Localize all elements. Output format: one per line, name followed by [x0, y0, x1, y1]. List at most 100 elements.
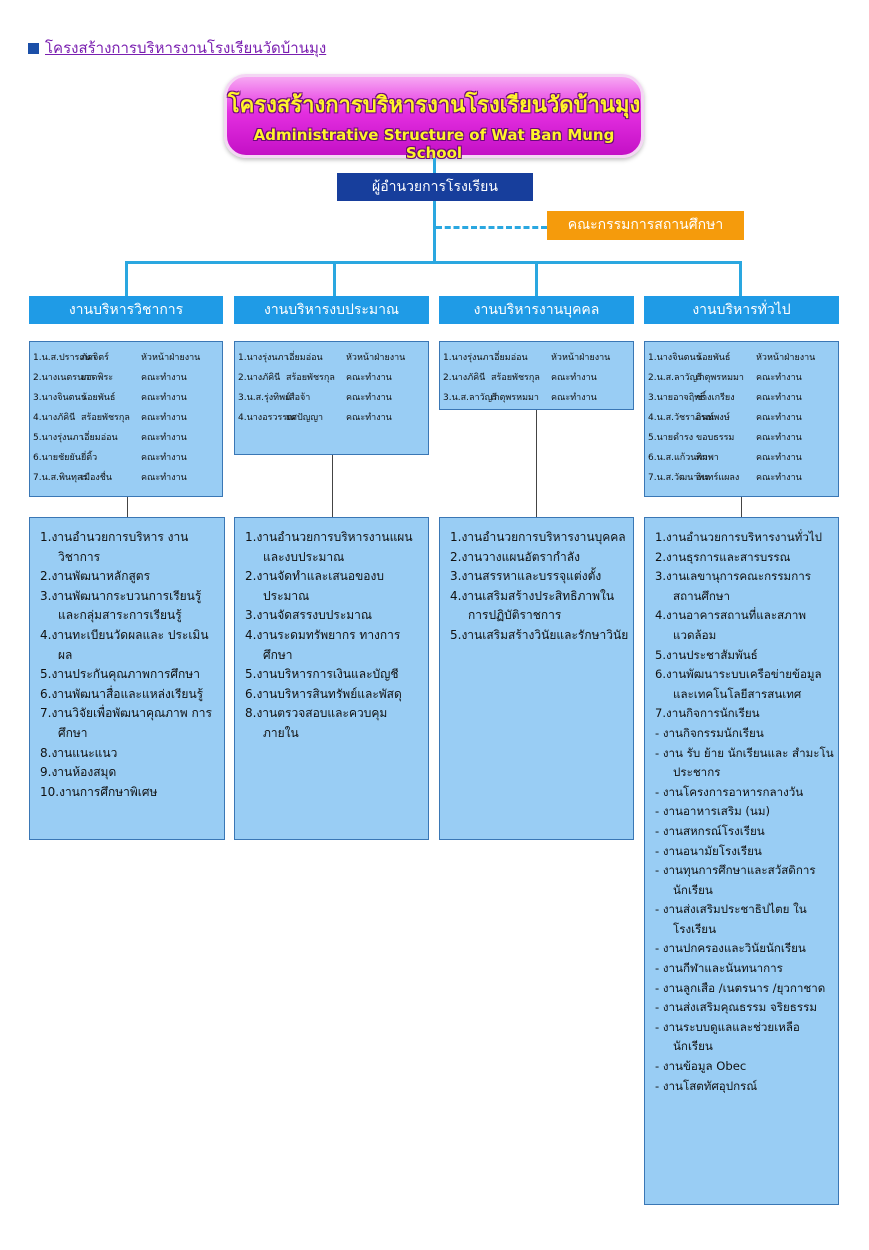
task-item: - งานลูกเสือ /เนตรนาร /ยุวกาชาด [655, 980, 826, 995]
staff-surname: ภัคจิตร์ [81, 353, 109, 363]
task-item: - งานส่งเสริมประชาธิปไตย ในโรงเรียน [655, 902, 807, 936]
staff-role: หัวหน้าฝ่ายงาน [756, 353, 816, 363]
staff-role: คณะทำงาน [756, 393, 802, 403]
staff-name: 6.นายชัยยัน [33, 453, 81, 463]
task-item: 10.งานการศึกษาพิเศษ [40, 784, 158, 799]
staff-name: 5.นายดำรง [648, 433, 694, 443]
staff-name: 3.นายอาจฤิทธิ์ [648, 393, 706, 403]
page-heading: โครงสร้างการบริหารงานโรงเรียนวัดบ้านมุง [28, 36, 326, 60]
staff-row: 2.นางเนตรนภายอดพิระคณะทำงาน [33, 368, 220, 388]
staff-name: 1.น.ส.ปรารถนา [33, 353, 97, 363]
task-item: - งานปกครองและวินัยนักเรียน [655, 941, 806, 956]
square-bullet-icon [28, 43, 39, 54]
task-item: 6.งานพัฒนาระบบเครือข่ายข้อมูล และเทคโนโล… [655, 667, 822, 701]
task-item: 2.งานพัฒนาหลักสูตร [40, 569, 151, 584]
staff-row: 5.นายดำรงขอบธรรมคณะทำงาน [648, 428, 836, 448]
task-item: 3.งานจัดสรรงบประมาณ [245, 608, 373, 623]
task-item: - งานสหกรณ์โรงเรียน [655, 823, 765, 838]
title-banner: โครงสร้างการบริหารงานโรงเรียนวัดบ้านมุง … [224, 74, 644, 162]
task-item: - งานอนามัยโรงเรียน [655, 843, 762, 858]
task-item: 4.งานอาคารสถานที่และสภาพ แวดล้อม [655, 608, 806, 642]
staff-box-academic: 1.น.ส.ปรารถนาภัคจิตร์ หัวหน้าฝ่ายงาน 2.นาง… [29, 341, 223, 497]
staff-row: 2.นางภัคินีสร้อยพัชรกุลคณะทำงาน [443, 368, 631, 388]
staff-surname: อินทพงษ์ [696, 413, 730, 423]
staff-surname: สร้อยพัชรกุล [286, 373, 335, 383]
connector-drop-1 [125, 261, 128, 296]
staff-name: 5.นางรุ่งนภา [33, 433, 84, 443]
connector-drop-3 [535, 261, 538, 296]
staff-role: หัวหน้าฝ่ายงาน [141, 353, 201, 363]
task-item: 3.งานสรรหาและบรรจุแต่งตั้ง [450, 569, 602, 584]
staff-row: 7.น.ส.พินทุสรเมืองชื่นคณะทำงาน [33, 468, 220, 488]
staff-surname: น้อยพันธ์ [81, 393, 116, 403]
dept-header-academic: งานบริหารวิชาการ [29, 296, 223, 324]
connector-banner-director [433, 158, 436, 173]
task-item: 5.งานบริหารการเงินและบัญชี [245, 667, 399, 682]
staff-role: หัวหน้าฝ่ายงาน [551, 353, 611, 363]
task-item: - งานข้อมูล Obec [655, 1059, 747, 1074]
dept-header-budget: งานบริหารงบประมาณ [234, 296, 429, 324]
staff-role: คณะทำงาน [141, 433, 187, 443]
task-item: 8.งานแนะแนว [40, 745, 118, 760]
task-item: 2.งานวางแผนอัตรากำลัง [450, 549, 580, 564]
staff-name: 1.นางรุ่งนภา [443, 353, 494, 363]
tasks-box-personnel: 1.งานอำนวยการบริหารงานบุคคล 2.งานวางแผนอั… [439, 517, 634, 840]
task-item: 8.งานตรวจสอบและควบคุม ภายใน [245, 706, 388, 740]
task-item: 3.งานพัฒนากระบวนการเรียนรู้ และกลุ่มสาระ… [40, 588, 202, 623]
task-item: 9.งานห้องสมุด [40, 765, 117, 780]
staff-row: 2.น.ส.ลาวัญรีเกตุพรหมมาคณะทำงาน [648, 368, 836, 388]
connector-staff-tasks-3 [536, 410, 537, 517]
task-item: 5.งานเสริมสร้างวินัยและรักษาวินัย [450, 627, 629, 642]
staff-row: 3.นางจินตนาน้อยพันธ์คณะทำงาน [33, 388, 220, 408]
staff-surname: พิมพา [696, 453, 719, 463]
director-box: ผู้อำนวยการโรงเรียน [337, 173, 533, 201]
staff-name: 3.น.ส.ลาวัญรี [443, 393, 498, 403]
task-item: - งานระบบดูแลและช่วยเหลือ นักเรียน [655, 1019, 800, 1054]
staff-row: 5.นางรุ่งนภาเอี่ยมอ่อน คณะทำงาน [33, 428, 220, 448]
connector-drop-4 [739, 261, 742, 296]
dept-header-personnel: งานบริหารงานบุคคล [439, 296, 634, 324]
staff-row: 3.นายอาจฤิทธิ์ช่างเกรียงคณะทำงาน [648, 388, 836, 408]
task-item: 4.งานระดมทรัพยากร ทางการศึกษา [245, 627, 401, 662]
staff-role: คณะทำงาน [346, 393, 392, 403]
task-item: - งานโสตทัศอุปกรณ์ [655, 1078, 758, 1093]
staff-row: 3.น.ส.ลาวัญรีเกตุพรหมมาคณะทำงาน [443, 388, 631, 408]
staff-surname: เกตุพรหมมา [491, 393, 539, 403]
task-item: 6.งานพัฒนาสื่อและแหล่งเรียนรู้ [40, 686, 204, 701]
staff-row: 3.น.ส.รุ่งทิพย์เสือจ้า คณะทำงาน [238, 388, 426, 408]
staff-surname: ยศปัญญา [286, 413, 324, 423]
staff-name: 7.น.ส.วัฒนาพร [648, 473, 710, 483]
staff-surname: เอี่ยมอ่อน [81, 433, 118, 443]
connector-staff-tasks-1 [127, 497, 128, 517]
task-item: 7.งานกิจการนักเรียน [655, 706, 760, 721]
connector-drop-2 [333, 261, 336, 296]
staff-name: 3.น.ส.รุ่งทิพย์ [238, 393, 291, 403]
task-item: - งาน รับ ย้าย นักเรียนและ สำมะโนประชากร [655, 745, 834, 780]
connector-board-dashed [436, 226, 547, 229]
connector-horizontal-bus [125, 261, 742, 264]
staff-surname: สร้อยพัชรกุล [491, 373, 540, 383]
staff-row: 1.นางจินตนาน้อยพันธ์หัวหน้าฝ่ายงาน [648, 348, 836, 368]
staff-row: 4.น.ส.วัชราภรณ์อินทพงษ์ คณะทำงาน [648, 408, 836, 428]
staff-name: 7.น.ส.พินทุสร [33, 473, 88, 483]
staff-role: คณะทำงาน [756, 413, 802, 423]
staff-name: 1.นางจินตนา [648, 353, 701, 363]
connector-director-trunk [433, 201, 436, 262]
connector-staff-tasks-4 [741, 497, 742, 517]
staff-role: คณะทำงาน [756, 433, 802, 443]
staff-row: 6.นายชัยยันยี่ติ้วคณะทำงาน [33, 448, 220, 468]
staff-role: คณะทำงาน [756, 473, 802, 483]
staff-name: 4.น.ส.วัชราภรณ์ [648, 413, 715, 423]
task-item: - งานกีฬาและนันทนาการ [655, 961, 783, 976]
staff-name: 2.นางเนตรนภา [33, 373, 95, 383]
staff-surname: เสือจ้า [286, 393, 311, 403]
staff-name: 1.นางรุ่งนภา [238, 353, 289, 363]
staff-name: 2.นางภัคินี [238, 373, 281, 383]
task-item: 1.งานอำนวยการบริหารงานบุคคล [450, 530, 626, 544]
